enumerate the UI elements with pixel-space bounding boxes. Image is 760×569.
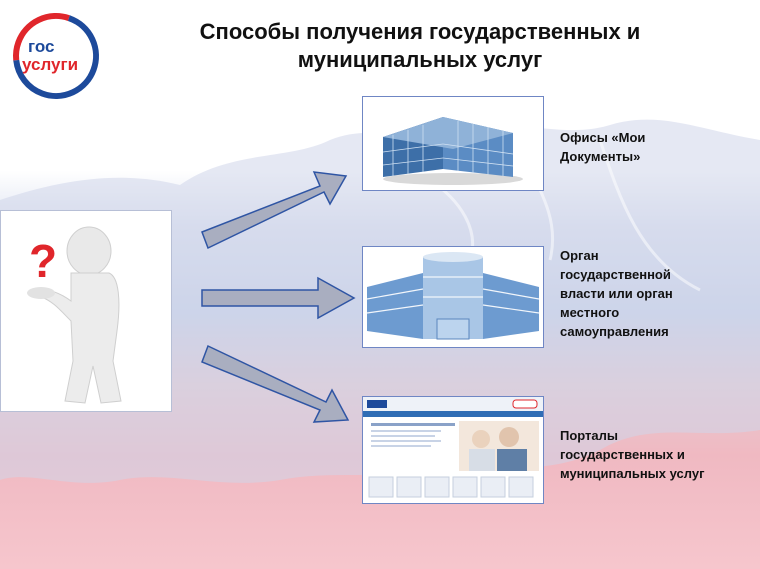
government-building-image: [362, 246, 544, 348]
page-title: Способы получения государственных и муни…: [150, 18, 690, 74]
title-line-1: Способы получения государственных и: [199, 19, 641, 44]
mfc-office-image: [362, 96, 544, 191]
option-label-government: Орган государственной власти или орган м…: [560, 248, 673, 339]
person-question-image: ?: [0, 210, 172, 412]
portal-screenshot-image: [362, 396, 544, 504]
person-figure-icon: ?: [27, 226, 122, 404]
option-label-mfc: Офисы «Мои Документы»: [560, 130, 646, 164]
option-label-portals: Порталы государственных и муниципальных …: [560, 428, 705, 481]
logo-text-gos: гос: [28, 37, 54, 56]
title-line-2: муниципальных услуг: [297, 47, 543, 72]
question-mark-icon: ?: [29, 235, 57, 287]
logo-text-uslugi: услуги: [22, 55, 78, 74]
gosuslugi-logo: гос услуги: [13, 13, 99, 99]
